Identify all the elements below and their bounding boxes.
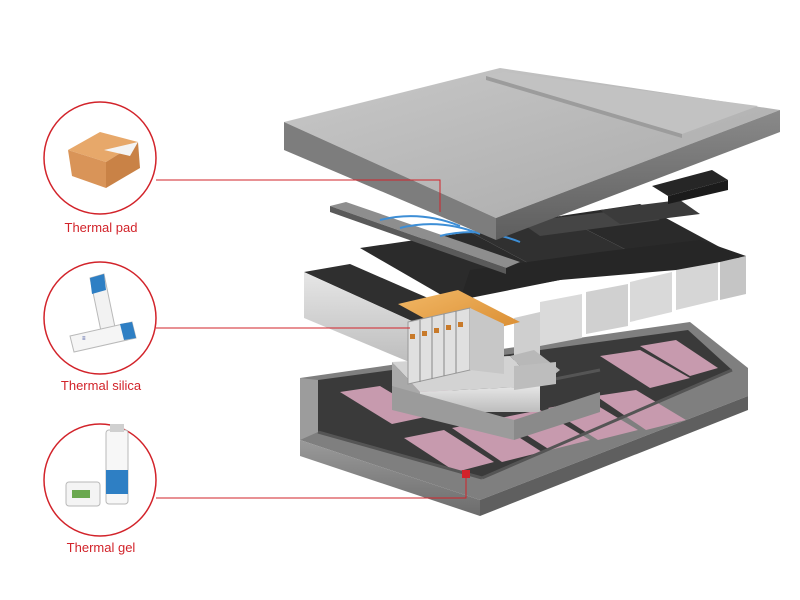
callout-thermal-silica: ≡ xyxy=(43,261,157,375)
thermal-gel-cartridge-icon xyxy=(65,424,129,507)
small-cells xyxy=(407,307,504,385)
callout-thermal-gel xyxy=(43,423,157,537)
thermal-silica-label: Thermal silica xyxy=(60,378,142,393)
silica-tube-logo: ≡ xyxy=(82,336,86,342)
callout-thermal-pad xyxy=(43,101,157,215)
thermal-pad-icon xyxy=(68,132,140,188)
top-cover xyxy=(284,68,780,240)
leader-lines xyxy=(156,179,467,499)
thermal-silica-tube-icon: ≡ xyxy=(69,273,137,353)
thermal-pad-label: Thermal pad xyxy=(64,220,138,235)
thermal-gel-label: Thermal gel xyxy=(66,540,136,555)
busbar-strip xyxy=(330,200,700,274)
